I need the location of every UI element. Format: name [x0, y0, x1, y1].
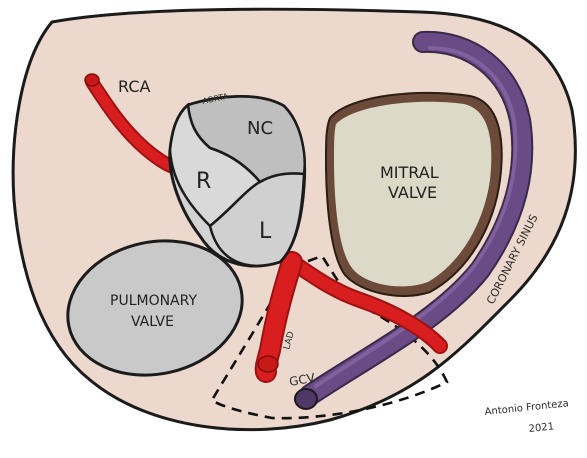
label-mitral-line1: MITRAL [380, 163, 439, 182]
signature-name: Antonio Fronteza [484, 398, 569, 418]
label-nc: NC [247, 118, 273, 139]
gcv-vein-end [295, 389, 317, 409]
label-pulmonary-line2: VALVE [131, 314, 174, 330]
signature-year: 2021 [528, 421, 554, 435]
label-pulmonary-line1: PULMONARY [110, 293, 197, 309]
label-rca: RCA [118, 77, 150, 96]
label-l: L [259, 219, 272, 244]
label-mitral-line2: VALVE [388, 183, 437, 202]
lad-artery-end [258, 356, 278, 372]
label-r: R [196, 169, 211, 194]
rca-artery-end [85, 74, 99, 86]
